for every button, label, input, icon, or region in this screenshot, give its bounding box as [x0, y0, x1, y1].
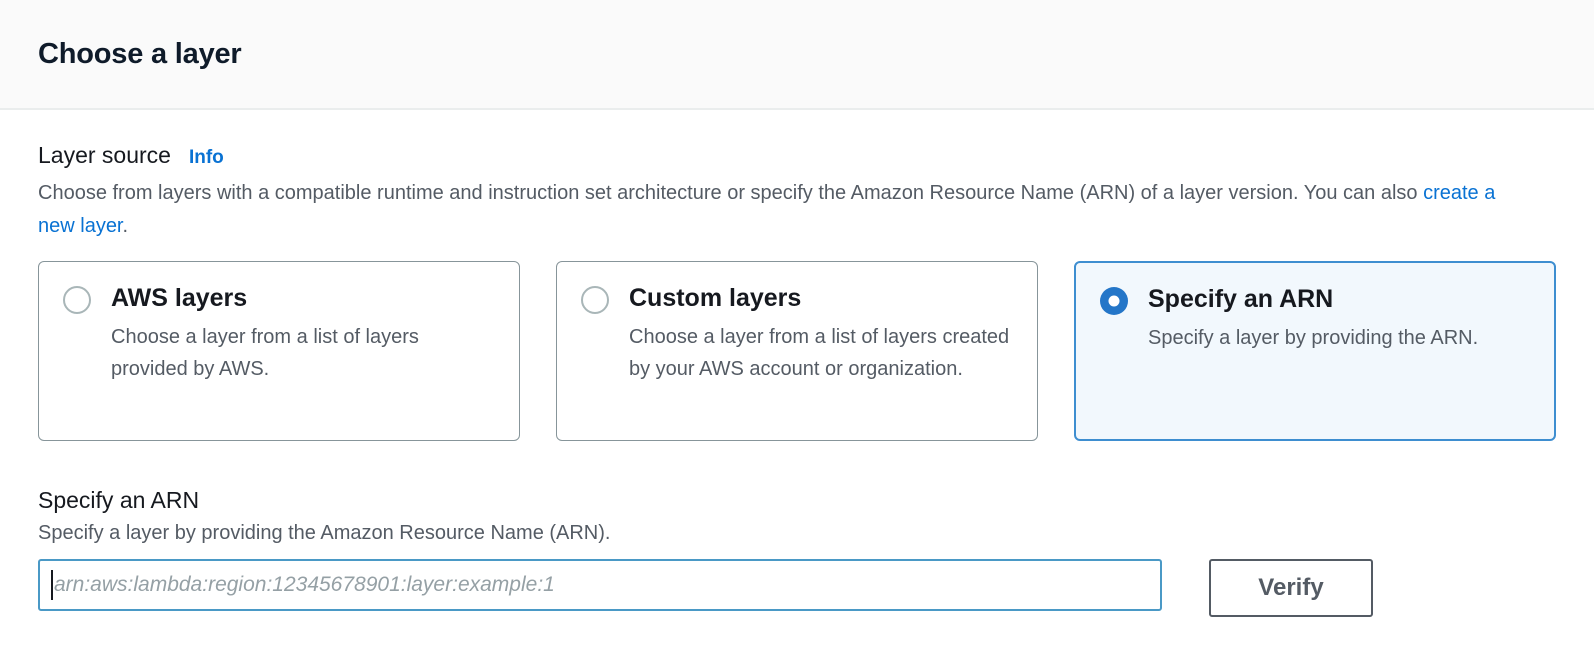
card-title: Custom layers — [629, 284, 802, 312]
specify-arn-section: Specify an ARN Specify a layer by provid… — [38, 487, 1556, 617]
arn-input[interactable] — [38, 559, 1162, 611]
info-link[interactable]: Info — [188, 147, 224, 168]
card-description: Specify a layer by providing the ARN. — [1148, 327, 1479, 349]
layer-source-label: Layer source — [38, 142, 171, 168]
layer-source-description-text: Choose from layers with a compatible run… — [38, 182, 1424, 204]
card-description: Choose a layer from a list of layers pro… — [111, 326, 419, 380]
panel-header: Choose a layer — [0, 0, 1594, 110]
card-description: Choose a layer from a list of layers cre… — [629, 326, 1010, 380]
radio-unchecked-icon[interactable] — [63, 286, 91, 314]
card-text: Custom layers Choose a layer from a list… — [629, 284, 1013, 418]
page-title: Choose a layer — [38, 37, 242, 70]
layer-source-label-row: Layer source Info — [38, 142, 1556, 169]
radio-checked-icon[interactable] — [1100, 287, 1128, 315]
verify-button[interactable]: Verify — [1209, 559, 1373, 617]
radio-unchecked-icon[interactable] — [581, 286, 609, 314]
layer-source-description: Choose from layers with a compatible run… — [38, 177, 1508, 243]
layer-source-description-period: . — [122, 215, 129, 237]
card-title: Specify an ARN — [1148, 285, 1334, 313]
create-new-layer-link[interactable]: create a new layer — [38, 182, 1496, 237]
card-title: AWS layers — [111, 284, 248, 312]
layer-option-specify-arn[interactable]: Specify an ARN Specify a layer by provid… — [1074, 261, 1556, 441]
main-content: Layer source Info Choose from layers wit… — [0, 142, 1594, 617]
text-caret — [51, 570, 53, 600]
card-text: AWS layers Choose a layer from a list of… — [111, 284, 495, 418]
layer-source-section: Layer source Info Choose from layers wit… — [38, 142, 1556, 441]
layer-option-custom-layers[interactable]: Custom layers Choose a layer from a list… — [556, 261, 1038, 441]
specify-arn-label: Specify an ARN — [38, 487, 200, 513]
specify-arn-description: Specify a layer by providing the Amazon … — [38, 522, 611, 544]
layer-source-options: AWS layers Choose a layer from a list of… — [38, 261, 1556, 441]
arn-input-wrapper — [38, 559, 1162, 611]
card-text: Specify an ARN Specify a layer by provid… — [1148, 285, 1478, 417]
layer-option-aws-layers[interactable]: AWS layers Choose a layer from a list of… — [38, 261, 520, 441]
arn-input-row: Verify — [38, 559, 1556, 617]
